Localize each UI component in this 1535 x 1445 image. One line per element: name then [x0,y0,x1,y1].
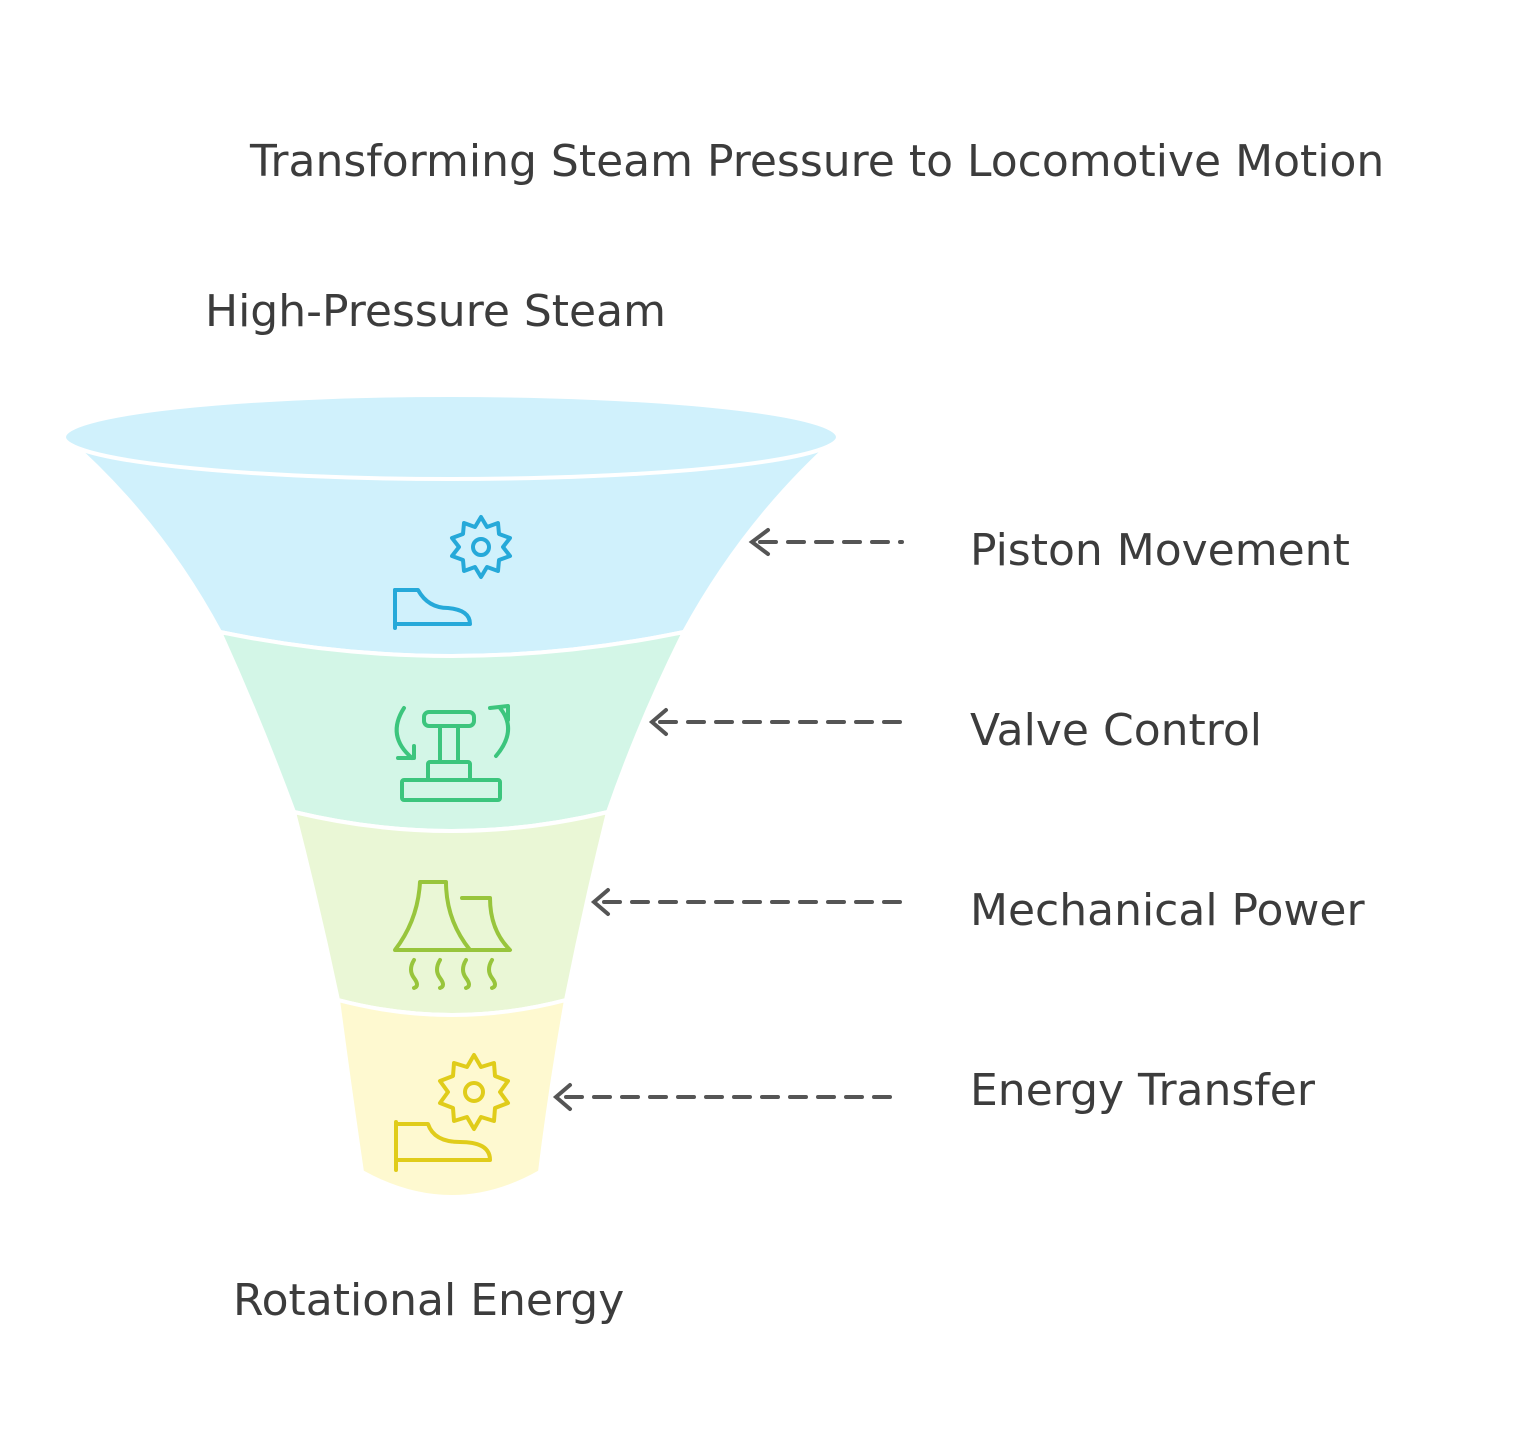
gear-and-piston-icon [393,515,512,630]
stage-label-piston-movement: Piston Movement [970,525,1350,576]
stage-arrows [552,528,904,1111]
funnel-segment-4 [335,997,569,1199]
arrow-1 [748,528,904,556]
stage-label-energy-transfer: Energy Transfer [970,1065,1316,1116]
stage-label-valve-control: Valve Control [970,705,1262,756]
arrow-4 [552,1083,904,1111]
funnel-segment-2 [216,629,688,833]
valve-rotation-icon [394,704,510,802]
bottom-label: Rotational Energy [233,1275,624,1326]
funnel-rim [62,393,840,481]
stage-label-mechanical-power: Mechanical Power [970,885,1365,936]
gear-and-hand-icon [394,1053,510,1172]
top-label: High-Pressure Steam [205,286,666,337]
diagram-title: Transforming Steam Pressure to Locomotiv… [249,136,1384,187]
arrow-3 [590,888,904,916]
cooling-tower-heat-icon [393,880,512,990]
arrow-2 [648,708,904,736]
